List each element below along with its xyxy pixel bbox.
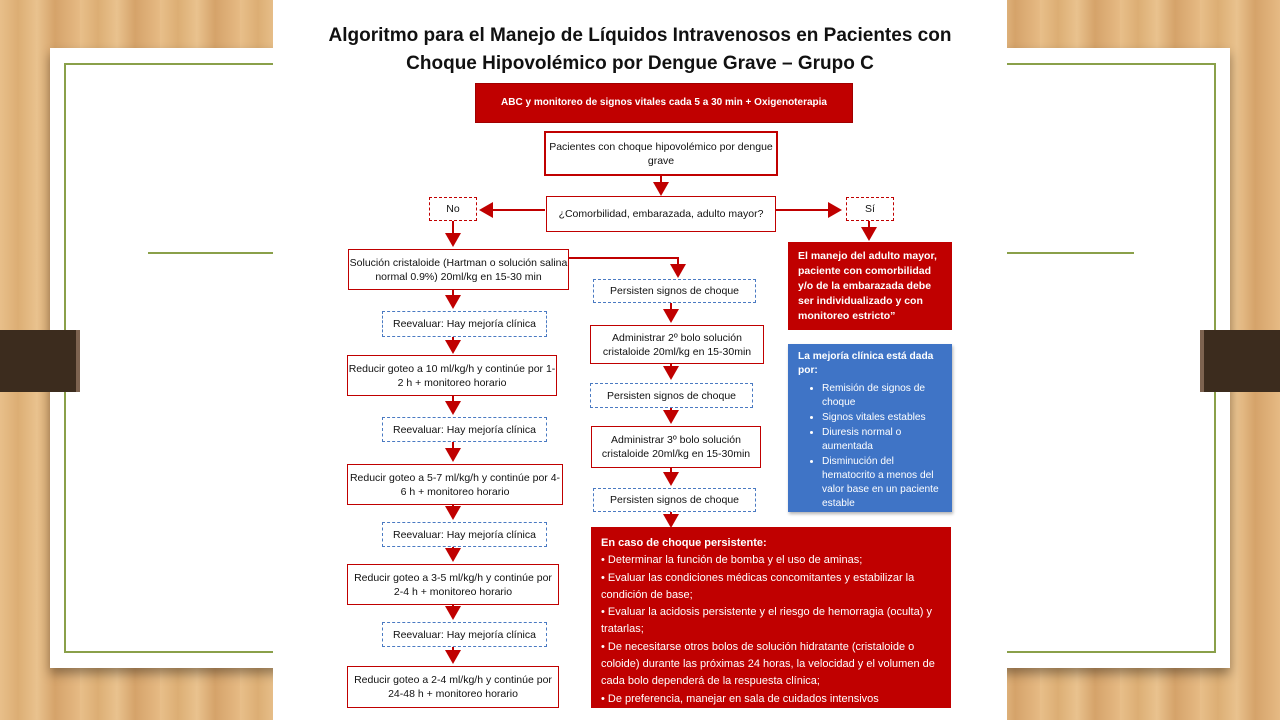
persist-box-1: Persisten signos de choque [593,279,756,303]
title-line-2: Choque Hipovolémico por Dengue Grave – G… [273,50,1007,78]
persistent-item: • Evaluar las condiciones médicas concom… [601,570,941,605]
patients-box: Pacientes con choque hipovolémico por de… [544,131,778,176]
document-page: Algoritmo para el Manejo de Líquidos Int… [273,0,1007,720]
improvement-heading: La mejoría clínica está dada por: [798,350,944,378]
no-box: No [429,197,477,221]
persistent-item: • Determinar la función de bomba y el us… [601,552,941,569]
improvement-item: Signos vitales estables [822,411,944,425]
bolo-2-box: Administrar 2º bolo solución cristaloide… [590,325,764,364]
title-line-1: Algoritmo para el Manejo de Líquidos Int… [273,22,1007,50]
slide-rule-right [1006,252,1134,254]
persistent-shock-box: En caso de choque persistente: • Determi… [591,527,951,708]
reduce-step-4: Reducir goteo a 2-4 ml/kg/h y continúe p… [347,666,559,708]
reevaluate-box-4: Reevaluar: Hay mejoría clínica [382,622,547,647]
persistent-item: • Evaluar la acidosis persistente y el r… [601,604,941,639]
persist-box-2: Persisten signos de choque [590,383,753,408]
reduce-step-2: Reducir goteo a 5-7 ml/kg/h y continúe p… [347,464,563,505]
reduce-step-3: Reducir goteo a 3-5 ml/kg/h y continúe p… [347,564,559,605]
slide-tab-left [0,330,80,392]
reevaluate-box-2: Reevaluar: Hay mejoría clínica [382,417,547,442]
slide-rule-left [148,252,274,254]
slide-tab-left-cap [76,330,80,392]
cristaloide-box: Solución cristaloide (Hartman o solución… [348,249,569,290]
improvement-item: Disminución del hematocrito a menos del … [822,455,944,511]
si-box: Sí [846,197,894,221]
abc-box: ABC y monitoreo de signos vitales cada 5… [475,83,853,123]
reevaluate-box-3: Reevaluar: Hay mejoría clínica [382,522,547,547]
bolo-3-box: Administrar 3º bolo solución cristaloide… [591,426,761,468]
persist-box-3: Persisten signos de choque [593,488,756,512]
persistent-item: • De preferencia, manejar en sala de cui… [601,691,941,708]
question-box: ¿Comorbilidad, embarazada, adulto mayor? [546,196,776,232]
special-cases-box: El manejo del adulto mayor, paciente con… [788,242,952,330]
slide-tab-right-cap [1200,330,1204,392]
reduce-step-1: Reducir goteo a 10 ml/kg/h y continúe po… [347,355,557,396]
improvement-item: Diuresis normal o aumentada [822,426,944,454]
page-title: Algoritmo para el Manejo de Líquidos Int… [273,22,1007,78]
slide-tab-right [1200,330,1280,392]
persistent-heading: En caso de choque persistente: [601,535,941,552]
improvement-box: La mejoría clínica está dada por: Remisi… [788,344,952,512]
improvement-list: Remisión de signos de choque Signos vita… [798,382,944,511]
persistent-item: • De necesitarse otros bolos de solución… [601,639,941,691]
improvement-item: Remisión de signos de choque [822,382,944,410]
reevaluate-box-1: Reevaluar: Hay mejoría clínica [382,311,547,337]
